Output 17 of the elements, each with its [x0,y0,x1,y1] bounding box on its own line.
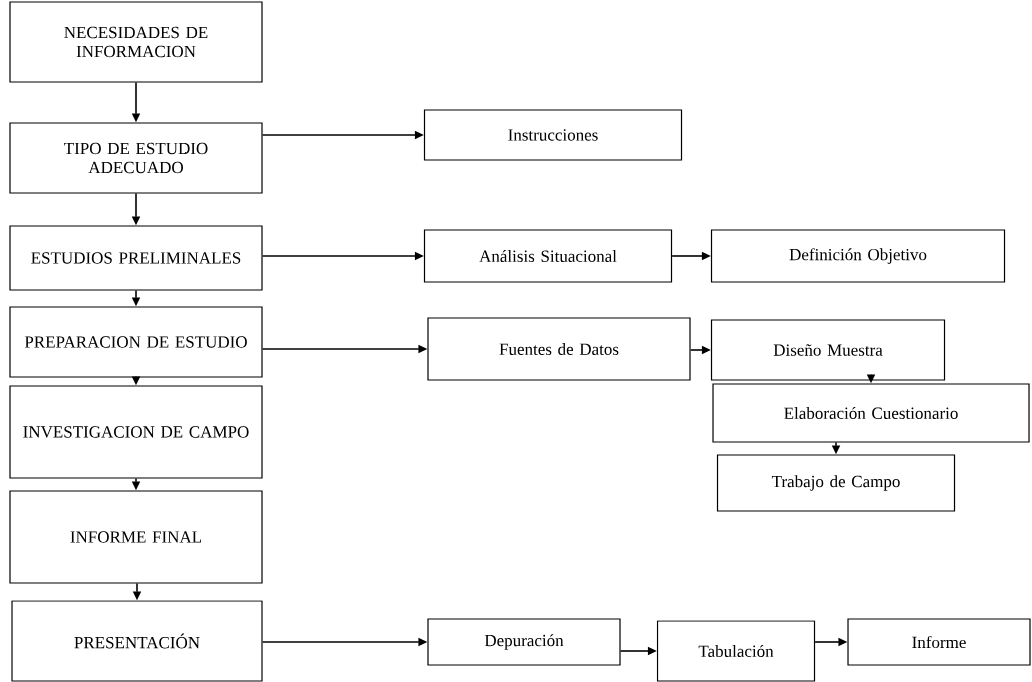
task-box: Informe [847,618,1031,666]
step-box: ESTUDIOS PRELIMINALES [9,225,263,291]
task-box: Análisis Situacional [423,229,673,283]
task-box: Diseño Muestra [710,319,946,381]
step-box: INFORME FINAL [9,490,263,584]
task-box: Tabulación [656,620,816,682]
step-box: TIPO DE ESTUDIO ADECUADO [9,122,263,194]
step-box: INVESTIGACION DE CAMPO [9,385,263,479]
task-box: Trabajo de Campo [716,454,956,512]
task-box: Definición Objetivo [710,229,1006,283]
step-box: PREPARACION DE ESTUDIO [9,306,263,378]
task-box: Elaboración Cuestionario [712,383,1030,443]
step-box: PRESENTACIÓN [11,600,263,682]
task-box: Depuración [427,618,621,666]
step-box: NECESIDADES DE INFORMACION [9,1,263,83]
task-box: Instrucciones [423,109,683,161]
task-box: Fuentes de Datos [427,317,691,381]
